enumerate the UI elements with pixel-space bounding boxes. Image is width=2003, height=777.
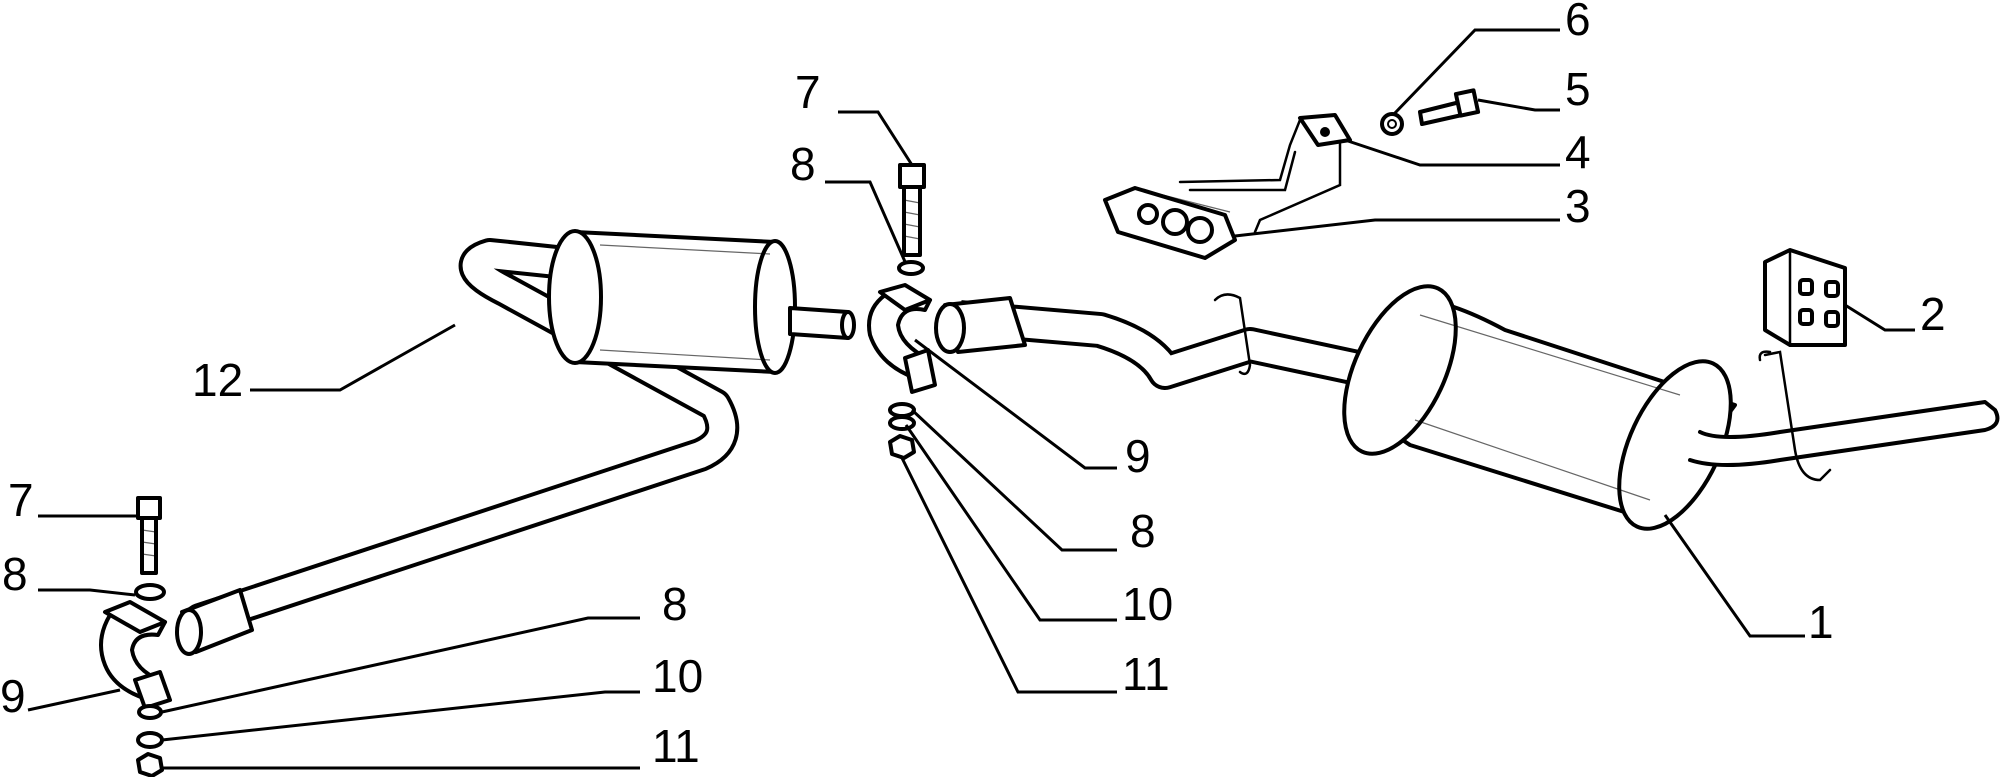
- callout-7-left: 7: [8, 474, 34, 526]
- washer-8: [897, 260, 925, 276]
- left-clamp-group: [99, 496, 172, 777]
- rear-silencer-part-1: [934, 284, 2000, 531]
- callout-11-center: 11: [1122, 648, 1170, 700]
- washer-10: [888, 415, 916, 431]
- rubber-mount-part-2: [1763, 248, 1847, 347]
- center-clamp-group: [867, 163, 937, 460]
- callout-8-left-bottom: 8: [662, 578, 688, 630]
- nut-part-6: [1380, 112, 1404, 136]
- callout-10-center: 10: [1122, 578, 1173, 630]
- callout-8-center-top: 8: [790, 138, 816, 190]
- callout-9-center: 9: [1125, 430, 1151, 482]
- callout-5: 5: [1565, 63, 1591, 115]
- bolt-part-5: [1418, 88, 1481, 126]
- callout-9-left: 9: [0, 670, 26, 722]
- bolt-shank-7: [902, 185, 922, 257]
- callout-1: 1: [1808, 596, 1834, 648]
- callout-8-center-bottom: 8: [1130, 505, 1156, 557]
- callout-6: 6: [1565, 0, 1591, 45]
- bolt-head-7: [898, 163, 926, 189]
- callout-11-left: 11: [652, 720, 700, 772]
- front-silencer-part-12: [175, 229, 856, 656]
- nut-11: [888, 434, 916, 460]
- callout-4: 4: [1565, 126, 1591, 178]
- callout-labels: 1 2 3 4 5 6 7 8 9 8 10 11 12 7 8 9 8 10 …: [0, 0, 1946, 772]
- callout-7-center: 7: [795, 66, 821, 118]
- callout-8-left: 8: [2, 548, 28, 600]
- rubber-block-part-3: [1103, 186, 1237, 260]
- callout-10-left: 10: [652, 650, 703, 702]
- callout-12: 12: [192, 354, 243, 406]
- bracket-part-4: [1178, 113, 1352, 234]
- callout-2: 2: [1920, 288, 1946, 340]
- callout-3: 3: [1565, 180, 1591, 232]
- washer-8b: [888, 402, 916, 418]
- leader-lines: [27, 28, 1915, 770]
